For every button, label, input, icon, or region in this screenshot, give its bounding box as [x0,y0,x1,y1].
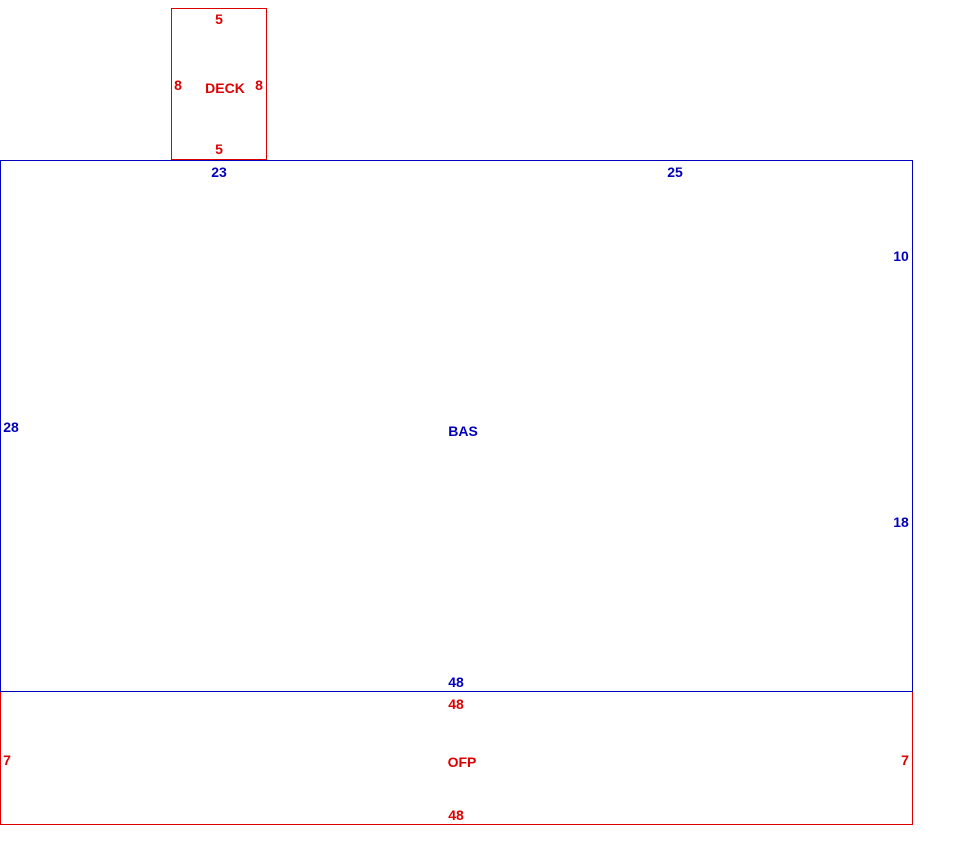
ofp-dim-right: 7 [901,752,909,768]
ofp-area: 48 7 OFP 7 48 [0,691,913,825]
bas-dim-top-left: 23 [211,164,227,180]
deck-dim-left: 8 [174,77,182,93]
deck-dim-right: 8 [255,77,263,93]
bas-dim-right-upper: 10 [893,248,909,264]
ofp-dim-top: 48 [448,696,464,712]
ofp-label: OFP [448,754,477,770]
bas-dim-bottom: 48 [448,674,464,690]
bas-dim-right-lower: 18 [893,514,909,530]
deck-area: 5 8 DECK 8 5 [171,8,267,160]
bas-area: 23 25 10 28 BAS 18 48 [0,160,913,692]
ofp-dim-bottom: 48 [448,807,464,823]
ofp-dim-left: 7 [3,752,11,768]
deck-label: DECK [205,80,245,96]
bas-label: BAS [448,423,478,439]
deck-outline [171,8,267,160]
bas-outline [0,160,913,692]
bas-dim-top-right: 25 [667,164,683,180]
deck-dim-bottom: 5 [215,141,223,157]
bas-dim-left: 28 [3,419,19,435]
deck-dim-top: 5 [215,11,223,27]
